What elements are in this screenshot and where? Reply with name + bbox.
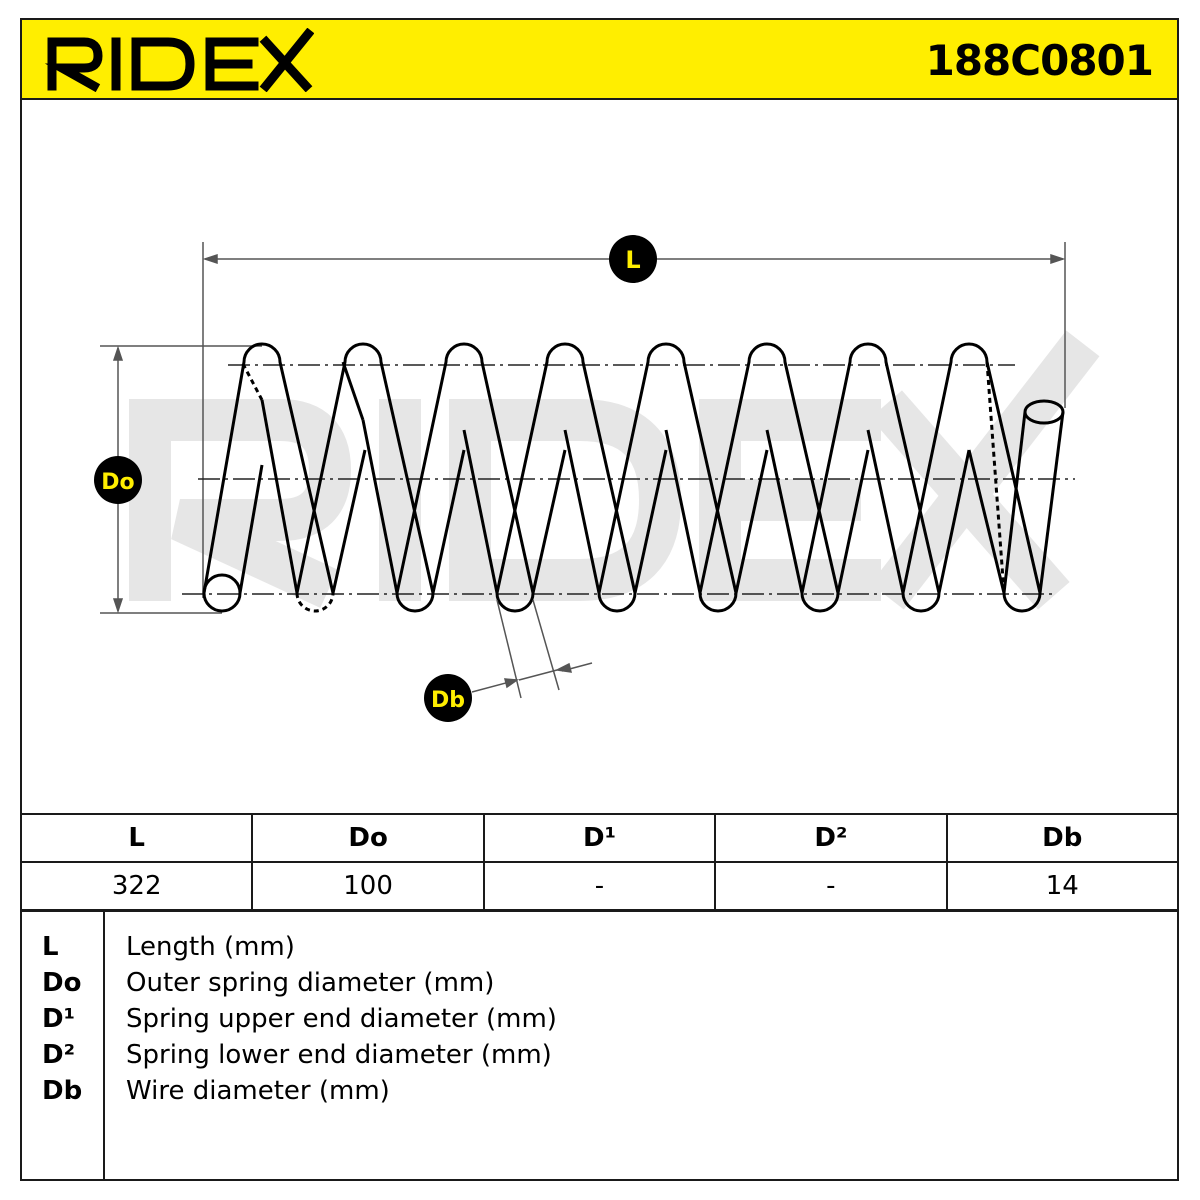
legend: L Length (mm) Do Outer spring diameter (… bbox=[20, 910, 1179, 1181]
wire-diameter-label: Db bbox=[431, 688, 465, 713]
legend-desc: Spring upper end diameter (mm) bbox=[126, 1004, 557, 1034]
spec-value-db: 14 bbox=[945, 861, 1180, 911]
ridex-watermark bbox=[129, 330, 1100, 610]
spec-value-l: 322 bbox=[19, 861, 254, 911]
ridex-logo bbox=[44, 28, 314, 92]
center-lines bbox=[182, 364, 1075, 595]
legend-item: L Length (mm) bbox=[22, 932, 1122, 968]
spring-coils bbox=[202, 342, 1065, 613]
legend-key: L bbox=[42, 932, 59, 962]
legend-desc: Length (mm) bbox=[126, 932, 295, 962]
part-number: 188C0801 bbox=[925, 36, 1154, 85]
spec-header-l: L bbox=[19, 813, 254, 863]
outer-diameter-label: Do bbox=[101, 470, 134, 495]
legend-key: D¹ bbox=[42, 1004, 75, 1034]
legend-desc: Wire diameter (mm) bbox=[126, 1076, 390, 1106]
wire-diameter-dimension bbox=[471, 599, 593, 699]
spec-table-value-row: 322 100 - - 14 bbox=[19, 861, 1180, 911]
spec-table: L Do D¹ D² Db 322 100 - - 14 bbox=[19, 813, 1180, 911]
spec-table-header-row: L Do D¹ D² Db bbox=[19, 813, 1180, 863]
spring-diagram: L Do bbox=[94, 235, 1100, 722]
legend-desc: Outer spring diameter (mm) bbox=[126, 968, 495, 998]
wire-diameter-marker bbox=[424, 674, 472, 722]
length-marker bbox=[609, 235, 657, 283]
legend-key: D² bbox=[42, 1040, 75, 1070]
length-label: L bbox=[625, 246, 640, 274]
spec-header-do: Do bbox=[251, 813, 485, 863]
outer-diameter-marker bbox=[94, 456, 142, 504]
legend-divider bbox=[103, 912, 105, 1179]
legend-desc: Spring lower end diameter (mm) bbox=[126, 1040, 552, 1070]
legend-item: D¹ Spring upper end diameter (mm) bbox=[22, 1004, 1122, 1040]
header-bar: 188C0801 bbox=[20, 18, 1179, 100]
legend-item: Do Outer spring diameter (mm) bbox=[22, 968, 1122, 1004]
spec-value-do: 100 bbox=[251, 861, 485, 911]
legend-item: D² Spring lower end diameter (mm) bbox=[22, 1040, 1122, 1076]
legend-key: Do bbox=[42, 968, 82, 998]
spec-header-db: Db bbox=[945, 813, 1180, 863]
legend-item: Db Wire diameter (mm) bbox=[22, 1076, 1122, 1112]
spec-value-d1: - bbox=[482, 861, 717, 911]
spec-header-d2: D² bbox=[714, 813, 948, 863]
spec-value-d2: - bbox=[714, 861, 948, 911]
spec-header-d1: D¹ bbox=[482, 813, 717, 863]
legend-key: Db bbox=[42, 1076, 83, 1106]
